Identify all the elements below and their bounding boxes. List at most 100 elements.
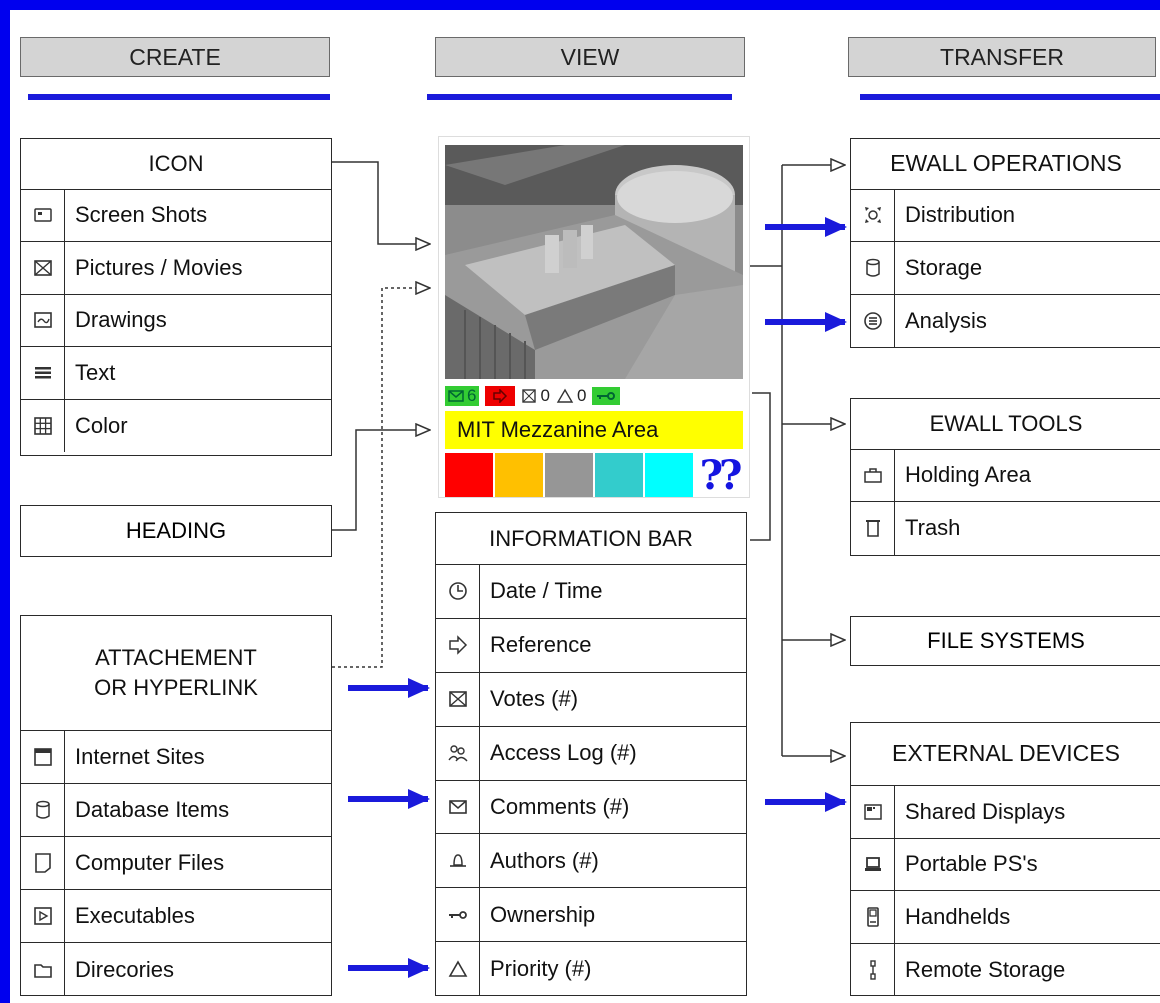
trash-icon [851,502,895,555]
key-icon [436,888,480,942]
list-item: Direcories [21,943,331,996]
bell-icon [436,834,480,888]
list-item: Reference [436,618,746,673]
handhelds-label: Handhelds [905,903,1011,929]
list-item: Priority (#) [436,942,746,997]
shared-displays-label: Shared Displays [905,798,1066,824]
distribution-icon [851,189,895,241]
votes-count: 0 [540,386,550,405]
comments-label: Comments (#) [490,794,630,819]
list-item: Holding Area [851,449,1160,502]
icon-to-tile-connector [332,161,430,244]
remote-storage-label: Remote Storage [905,956,1066,982]
icon-box-title: ICON [21,139,331,190]
display-icon [851,786,895,838]
storage-label: Storage [905,254,983,280]
envelope-icon [436,780,480,834]
database-icon [851,242,895,294]
reference-arrow-icon [436,618,480,672]
trash-label: Trash [905,515,961,541]
heading-box: HEADING [20,505,332,557]
picture-icon [21,242,65,294]
priority-label: Priority (#) [490,956,592,982]
window-icon [21,731,65,783]
pictures-movies-label: Pictures / Movies [75,254,243,280]
color-swatch[interactable] [645,453,693,497]
information-bar-title: INFORMATION BAR [436,513,746,565]
information-bar-box: INFORMATION BAR Date / Time Reference Vo… [435,512,747,997]
drawing-icon [21,294,65,346]
remote-storage-icon [851,943,895,996]
reference-status [485,386,516,406]
text-icon [21,347,65,399]
list-item: Screen Shots [21,189,331,242]
vote-box-icon [522,389,537,403]
color-swatch[interactable] [545,453,593,497]
file-systems-box: FILE SYSTEMS [850,616,1160,666]
ewall-operations-title: EWALL OPERATIONS [851,139,1160,190]
priority-count: 0 [576,386,587,405]
key-icon [597,392,616,400]
mezzanine-render-image [445,145,743,379]
list-item: Votes (#) [436,672,746,727]
tile-heading: MIT Mezzanine Area [445,411,743,449]
database-icon [21,784,65,836]
color-swatch[interactable] [445,453,493,497]
computer-files-label: Computer Files [75,850,225,875]
laptop-icon [851,838,895,890]
distribution-label: Distribution [905,202,1016,228]
analysis-label: Analysis [905,307,987,333]
envelope-icon [448,390,464,402]
list-item: Portable PS's [851,838,1160,891]
authors-label: Authors (#) [490,847,599,873]
view-underline [427,94,732,100]
list-item: Color [21,399,331,452]
list-item: Trash [851,502,1160,555]
list-item: Handhelds [851,891,1160,944]
screenshot-icon [21,189,65,241]
reference-arrow-icon [493,389,508,403]
grid-icon [21,399,65,452]
text-label: Text [75,359,116,385]
triangle-icon [556,388,574,403]
tile-to-infobar-connector [750,392,771,541]
status-row: 6 0 0 [445,385,743,407]
date-time-label: Date / Time [490,578,603,604]
unknown-swatch[interactable]: ?? [695,452,743,499]
list-item: Computer Files [21,837,331,890]
preview-tile[interactable]: 6 0 0 MIT Mezzanine Area ?? [438,136,750,499]
list-item: Ownership [436,888,746,943]
internet-sites-label: Internet Sites [75,744,205,769]
list-item: Pictures / Movies [21,242,331,295]
list-item: Distribution [851,189,1160,242]
portable-ps-label: Portable PS's [905,851,1038,877]
list-item: Internet Sites [21,731,331,784]
list-item: Comments (#) [436,780,746,835]
attachment-box: ATTACHEMENT OR HYPERLINK Internet Sites … [20,615,332,996]
folder-icon [21,943,65,996]
view-column-header: VIEW [435,37,745,77]
priority-status: 0 [556,386,586,406]
list-item: Authors (#) [436,834,746,889]
direcories-label: Direcories [75,956,175,982]
drawings-label: Drawings [75,307,167,333]
list-item: Remote Storage [851,943,1160,996]
access-log-icon [436,726,480,780]
ownership-label: Ownership [490,901,596,927]
color-swatch[interactable] [595,453,643,497]
database-items-label: Database Items [75,797,230,822]
triangle-icon [436,942,480,997]
create-underline [28,94,330,100]
list-item: Database Items [21,784,331,837]
comments-count: 6 [467,386,477,405]
heading-to-tile-connector [332,430,430,531]
list-item: Drawings [21,294,331,347]
votes-label: Votes (#) [490,686,579,712]
attachment-title-line1: ATTACHEMENT [95,645,257,671]
file-icon [21,837,65,889]
create-column-header: CREATE [20,37,330,77]
executables-label: Executables [75,903,195,928]
color-swatch[interactable] [495,453,543,497]
list-item: Analysis [851,294,1160,347]
ewall-operations-box: EWALL OPERATIONS Distribution Storage An… [850,138,1160,348]
